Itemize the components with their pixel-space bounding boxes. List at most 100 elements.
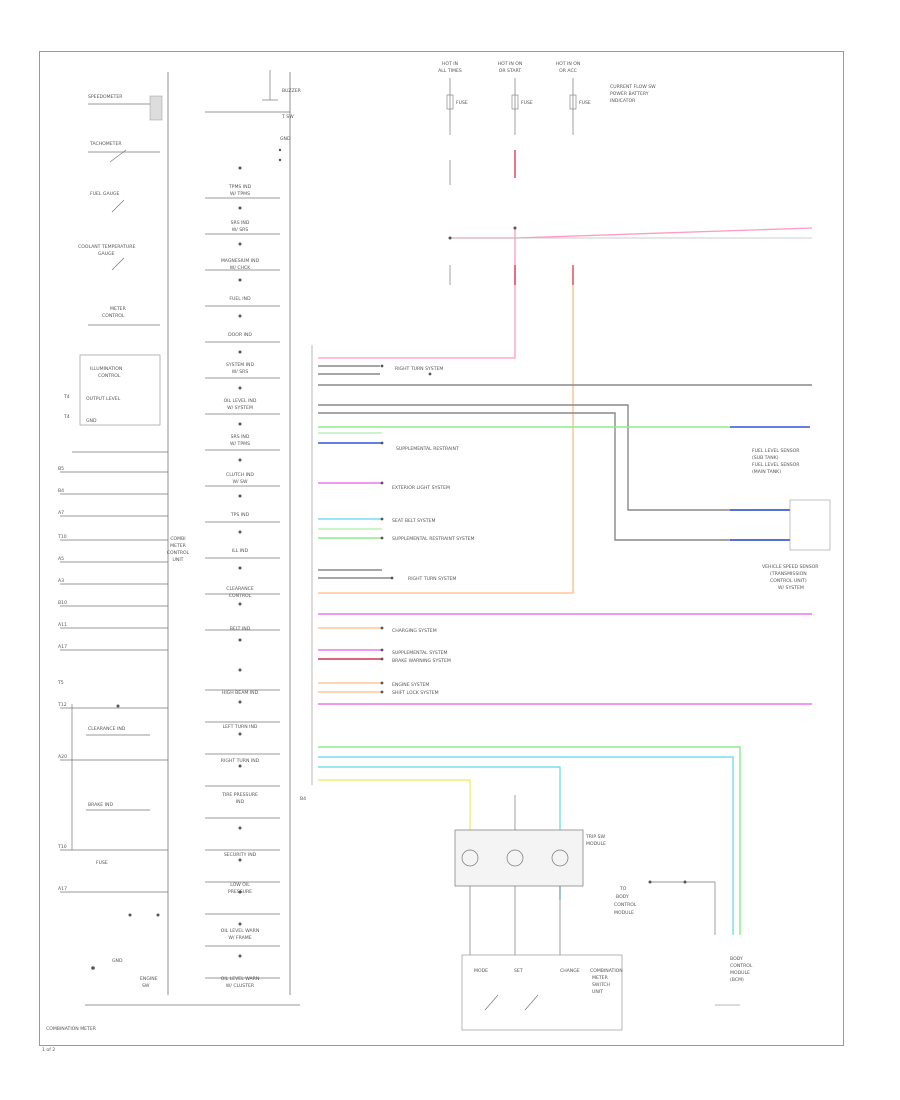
tachometer-gauge: TACHOMETER bbox=[88, 141, 160, 163]
footer-label: COMBINATION METER bbox=[46, 1026, 97, 1032]
svg-text:OIL LEVEL WARN: OIL LEVEL WARN bbox=[221, 928, 260, 934]
svg-text:CONTROL UNIT): CONTROL UNIT) bbox=[770, 578, 807, 584]
svg-text:SET: SET bbox=[514, 968, 523, 974]
svg-text:RIGHT TURN IND: RIGHT TURN IND bbox=[221, 758, 260, 764]
indicator-column bbox=[205, 70, 290, 979]
meter-cpu: METER CONTROL bbox=[88, 306, 160, 326]
svg-text:TRIP SW: TRIP SW bbox=[585, 834, 605, 840]
svg-text:COOLANT TEMPERATURE: COOLANT TEMPERATURE bbox=[78, 244, 135, 250]
svg-text:OIL LEVEL WARN: OIL LEVEL WARN bbox=[221, 976, 260, 982]
svg-text:FUEL LEVEL SENSOR: FUEL LEVEL SENSOR bbox=[752, 448, 800, 454]
svg-text:HOT IN: HOT IN bbox=[442, 61, 458, 67]
svg-text:FUEL LEVEL SENSOR: FUEL LEVEL SENSOR bbox=[752, 462, 800, 468]
svg-text:W/ CLUSTER: W/ CLUSTER bbox=[226, 983, 255, 989]
svg-text:HIGH BEAM IND: HIGH BEAM IND bbox=[222, 690, 259, 696]
svg-text:CONTROL: CONTROL bbox=[167, 550, 190, 556]
svg-text:W/ TPMS: W/ TPMS bbox=[230, 191, 250, 197]
svg-text:FUSE: FUSE bbox=[579, 100, 591, 106]
svg-text:TACHOMETER: TACHOMETER bbox=[89, 141, 122, 147]
svg-text:T4: T4 bbox=[63, 394, 70, 400]
svg-text:T4: T4 bbox=[63, 414, 70, 420]
svg-text:T SW: T SW bbox=[281, 114, 294, 120]
svg-text:CHANGE: CHANGE bbox=[560, 968, 580, 974]
coolant-temperature-gauge: COOLANT TEMPERATURE GAUGE bbox=[78, 244, 135, 271]
svg-text:CONTROL: CONTROL bbox=[614, 902, 637, 908]
svg-text:B4: B4 bbox=[300, 796, 306, 802]
svg-text:HOT IN ON: HOT IN ON bbox=[556, 61, 581, 67]
svg-text:POWER BATTERY: POWER BATTERY bbox=[610, 91, 649, 97]
svg-text:INDICATOR: INDICATOR bbox=[610, 98, 636, 104]
svg-text:ILL IND: ILL IND bbox=[232, 548, 249, 554]
svg-text:METER: METER bbox=[110, 306, 127, 312]
switch-module: TRIP SW MODULE MODE SET CHANGE COMBINATI… bbox=[454, 795, 753, 1031]
svg-text:(SUB TANK): (SUB TANK) bbox=[752, 455, 779, 461]
svg-text:GND: GND bbox=[280, 136, 291, 142]
svg-text:TPMS IND: TPMS IND bbox=[228, 184, 252, 190]
lower-left-lamps: CLEARANCE IND BRAKE IND FUSE GND ENGINE … bbox=[71, 704, 160, 989]
svg-text:W/ FRAME: W/ FRAME bbox=[228, 935, 251, 941]
svg-text:TPS IND: TPS IND bbox=[230, 512, 250, 518]
svg-text:TIRE PRESSURE: TIRE PRESSURE bbox=[221, 792, 258, 798]
svg-text:A5: A5 bbox=[58, 556, 64, 562]
svg-text:W/ SYSTEM: W/ SYSTEM bbox=[227, 405, 253, 411]
svg-text:W/ SYSTEM: W/ SYSTEM bbox=[778, 585, 804, 591]
svg-text:T10: T10 bbox=[57, 844, 67, 850]
wire-nodes bbox=[380, 226, 517, 694]
svg-text:W/ CHCK: W/ CHCK bbox=[230, 265, 251, 271]
wire-green-main bbox=[318, 426, 741, 935]
svg-text:GND: GND bbox=[112, 958, 123, 964]
svg-text:FUSE: FUSE bbox=[456, 100, 468, 106]
svg-text:RIGHT TURN SYSTEM: RIGHT TURN SYSTEM bbox=[395, 366, 443, 372]
svg-text:OR ACC: OR ACC bbox=[559, 68, 577, 74]
svg-text:SUPPLEMENTAL RESTRAINT: SUPPLEMENTAL RESTRAINT bbox=[396, 446, 459, 452]
svg-text:CONTROL: CONTROL bbox=[102, 313, 125, 319]
left-pin-lines bbox=[60, 451, 168, 893]
svg-text:OR START: OR START bbox=[499, 68, 522, 74]
svg-text:SEAT BELT SYSTEM: SEAT BELT SYSTEM bbox=[392, 518, 435, 524]
svg-text:RIGHT TURN SYSTEM: RIGHT TURN SYSTEM bbox=[408, 576, 456, 582]
wire-magenta bbox=[318, 482, 812, 705]
svg-text:SWITCH: SWITCH bbox=[592, 982, 610, 988]
svg-text:METER: METER bbox=[592, 975, 609, 981]
svg-text:VEHICLE SPEED SENSOR: VEHICLE SPEED SENSOR bbox=[762, 564, 819, 570]
svg-text:MAGNESIUM IND: MAGNESIUM IND bbox=[221, 258, 260, 264]
svg-text:COMBINATION: COMBINATION bbox=[590, 968, 623, 974]
svg-text:ILLUMINATION: ILLUMINATION bbox=[90, 366, 122, 372]
svg-text:T12: T12 bbox=[57, 702, 67, 708]
svg-text:BODY: BODY bbox=[730, 956, 743, 962]
svg-text:METER: METER bbox=[170, 543, 187, 549]
svg-text:(MAIN TANK): (MAIN TANK) bbox=[752, 469, 781, 475]
svg-text:LEFT TURN IND: LEFT TURN IND bbox=[223, 724, 258, 730]
svg-text:BELT IND: BELT IND bbox=[230, 626, 251, 632]
svg-text:T5: T5 bbox=[57, 680, 64, 686]
svg-text:SW: SW bbox=[142, 983, 150, 989]
svg-text:B4: B4 bbox=[58, 488, 64, 494]
svg-text:CHARGING SYSTEM: CHARGING SYSTEM bbox=[392, 628, 437, 634]
svg-text:(TRANSMISSION: (TRANSMISSION bbox=[770, 571, 807, 577]
svg-text:ENGINE SYSTEM: ENGINE SYSTEM bbox=[392, 682, 429, 688]
svg-text:W/ SW: W/ SW bbox=[232, 479, 247, 485]
wire-yellow bbox=[318, 779, 471, 830]
wire-blue bbox=[318, 426, 810, 541]
wire-destinations: RIGHT TURN SYSTEM SUPPLEMENTAL RESTRAINT… bbox=[392, 366, 831, 696]
svg-text:CONTROL: CONTROL bbox=[229, 593, 252, 599]
svg-text:W/ SRS: W/ SRS bbox=[232, 227, 249, 233]
svg-text:FUEL IND: FUEL IND bbox=[229, 296, 251, 302]
svg-text:BUZZER: BUZZER bbox=[282, 88, 302, 94]
svg-text:CLUTCH IND: CLUTCH IND bbox=[226, 472, 254, 478]
svg-text:EXTERIOR LIGHT SYSTEM: EXTERIOR LIGHT SYSTEM bbox=[392, 485, 450, 491]
svg-text:SHIFT LOCK SYSTEM: SHIFT LOCK SYSTEM bbox=[392, 690, 439, 696]
diagram-frame bbox=[39, 51, 844, 1046]
svg-text:COMBI: COMBI bbox=[170, 536, 185, 542]
wire-pink-top bbox=[318, 150, 813, 359]
svg-text:MODE: MODE bbox=[474, 968, 488, 974]
svg-text:UNIT: UNIT bbox=[592, 989, 603, 995]
svg-text:OUTPUT LEVEL: OUTPUT LEVEL bbox=[86, 396, 121, 402]
svg-text:CURRENT FLOW SW: CURRENT FLOW SW bbox=[610, 84, 656, 90]
svg-text:SRS IND: SRS IND bbox=[231, 434, 250, 440]
svg-text:BODY: BODY bbox=[616, 894, 629, 900]
